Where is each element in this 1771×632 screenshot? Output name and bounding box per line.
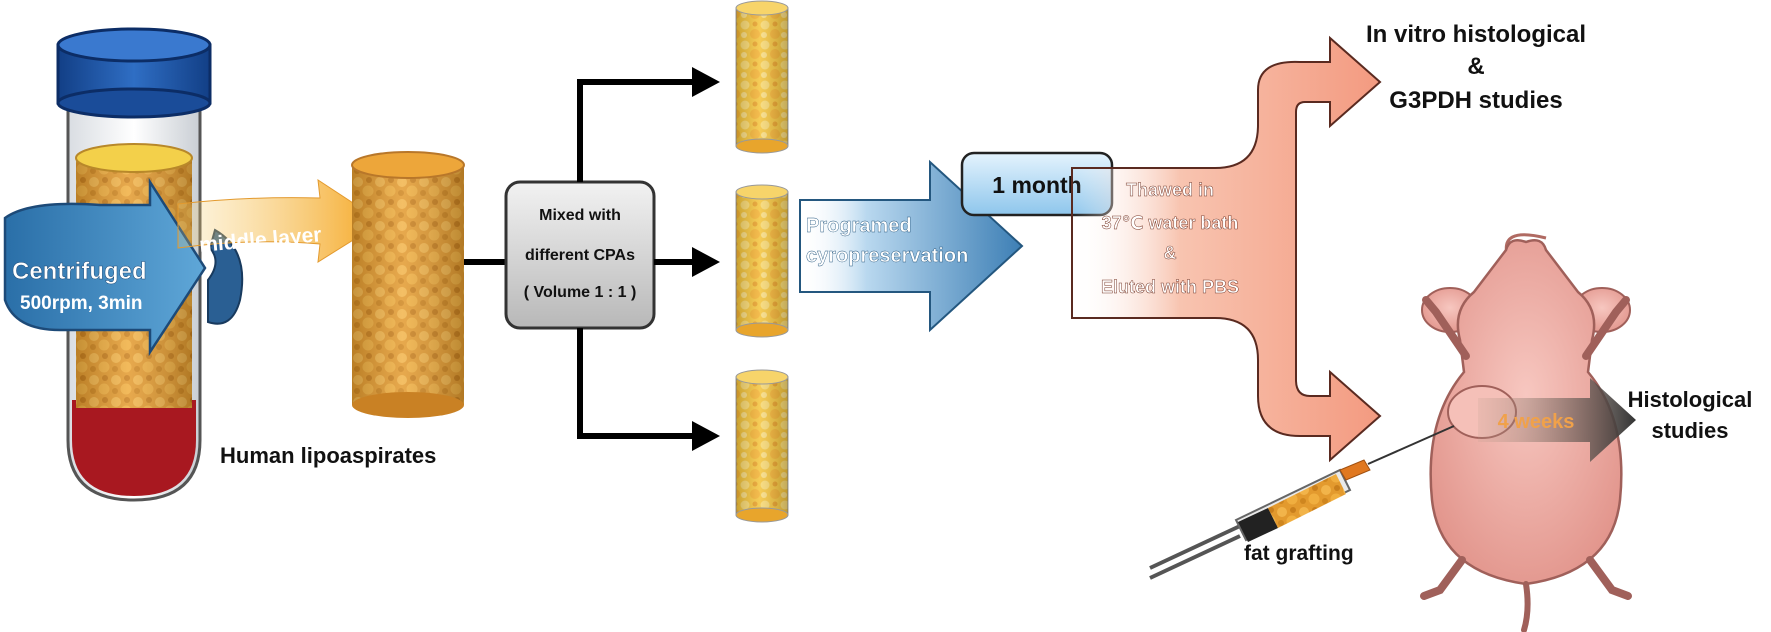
blood-layer: [72, 400, 196, 496]
mix-line-3: ( Volume 1 : 1 ): [524, 284, 637, 301]
middle-layer-arrow: [177, 178, 383, 263]
freeze-line-2: cyropreservation: [806, 245, 968, 267]
branch-connectors: [577, 67, 720, 451]
in-vitro-line-2: &: [1467, 53, 1484, 80]
time-label: 4 weeks: [1498, 411, 1575, 433]
vial-middle: [735, 184, 789, 338]
duration-label: 1 month: [992, 172, 1081, 198]
spin-speed-label: 500rpm, 3min: [20, 293, 143, 314]
thaw-line-4: Eluted with PBS: [1101, 277, 1239, 297]
thaw-split-arrow: [1071, 35, 1382, 463]
thaw-line-2: 37℃ water bath: [1102, 213, 1239, 233]
freeze-line-1: Programed: [806, 215, 912, 237]
syringe: [1149, 425, 1455, 580]
vial-bottom: [735, 369, 789, 523]
vial-top: [735, 0, 789, 154]
in-vivo-line-1: Histological: [1628, 387, 1753, 412]
tube-cap: [56, 27, 212, 119]
mix-line-2: different CPAs: [525, 247, 635, 264]
in-vivo-line-2: studies: [1651, 418, 1728, 443]
lipoaspirate-caption: Human lipoaspirates: [220, 443, 436, 468]
in-vitro-line-1: In vitro histological: [1366, 21, 1586, 48]
lipoaspirate-cylinder: [351, 151, 465, 418]
thaw-line-1: Thawed in: [1126, 180, 1214, 200]
centrifuge-spin-arrow: [3, 177, 244, 357]
centrifuged-label: Centrifuged: [12, 258, 147, 285]
centrifuge-tube: [56, 27, 212, 502]
mix-line-1: Mixed with: [539, 207, 621, 224]
in-vitro-line-3: G3PDH studies: [1389, 87, 1562, 114]
thaw-line-3: &: [1164, 243, 1177, 263]
graft-label: fat grafting: [1244, 542, 1354, 565]
four-weeks-arrow: [1478, 378, 1636, 462]
